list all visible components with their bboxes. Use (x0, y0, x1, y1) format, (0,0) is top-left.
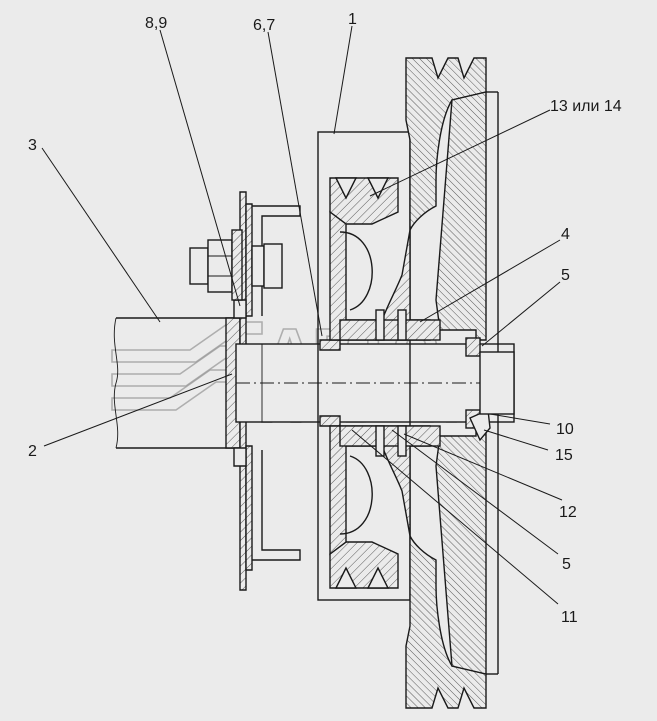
callout-12: 12 (559, 504, 577, 521)
callout-8-9: 8,9 (145, 15, 167, 32)
callout-5-lower: 5 (562, 556, 571, 573)
shaft-housing-tube (113, 317, 241, 449)
callout-5-upper: 5 (561, 267, 570, 284)
callout-6-7: 6,7 (253, 17, 275, 34)
callout-13-14: 13 или 14 (550, 98, 622, 115)
callout-labels: 8,9 6,7 1 3 13 или 14 4 5 2 10 15 12 5 1… (28, 11, 622, 626)
callout-11: 11 (561, 609, 578, 626)
callout-2: 2 (28, 443, 37, 460)
callout-4: 4 (561, 226, 570, 243)
nut-washer (465, 337, 515, 442)
callout-1: 1 (348, 11, 357, 28)
pulley-1 (317, 131, 431, 601)
callout-15: 15 (555, 447, 573, 464)
callout-3: 3 (28, 137, 37, 154)
leader-lines (41, 25, 563, 605)
outer-pulley (405, 57, 499, 709)
callout-10: 10 (556, 421, 574, 438)
shaft (235, 339, 515, 427)
hub-bearings (339, 309, 441, 457)
bolt-8-9 (189, 229, 283, 301)
